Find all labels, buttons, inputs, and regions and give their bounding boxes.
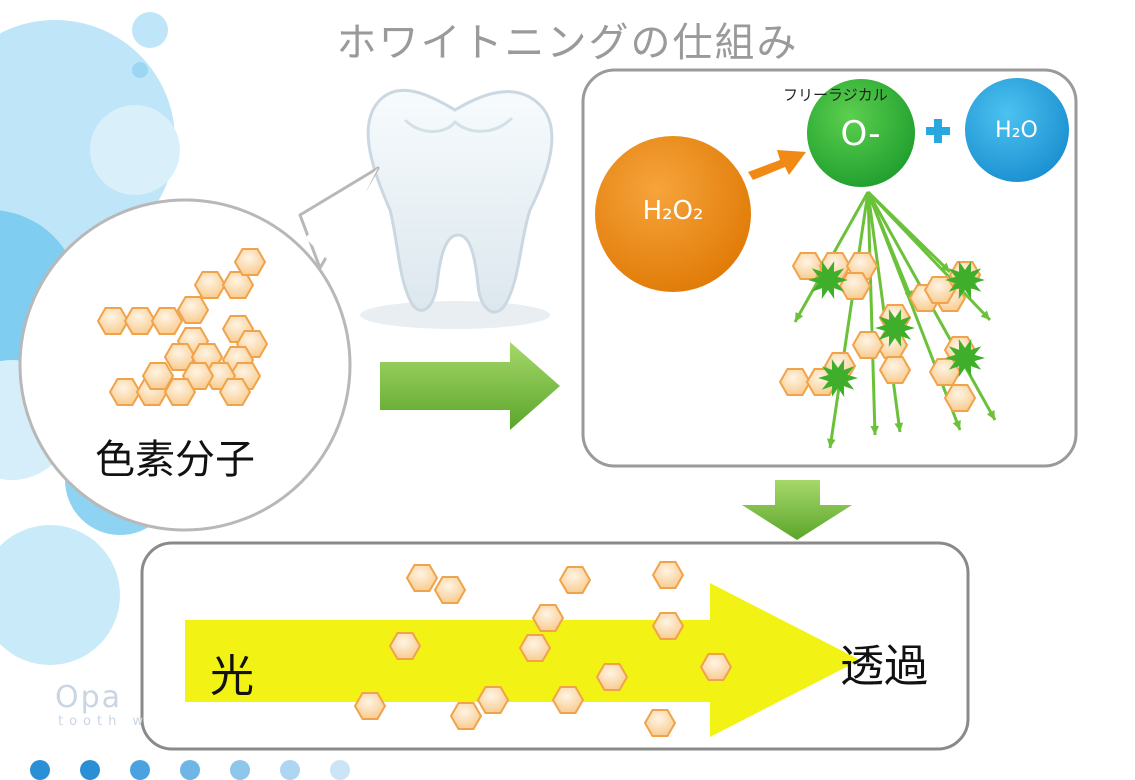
hexagon-shape — [388, 632, 422, 660]
hexagon-shape — [943, 384, 977, 412]
hexagon-shape — [595, 663, 629, 691]
free-radical-label: フリーラジカル — [783, 86, 888, 104]
light-arrow — [185, 583, 860, 737]
radical-burst — [808, 261, 848, 299]
pigment-molecule-label: 色素分子 — [95, 437, 255, 483]
hexagon-shape — [923, 276, 957, 304]
radical-ray — [866, 190, 952, 274]
brand-tagline: tooth w — [58, 714, 150, 729]
hexagon-shape — [163, 378, 197, 406]
ray-arrowhead — [894, 422, 904, 432]
ray-arrowhead — [827, 438, 836, 448]
hexagon-shape — [233, 248, 267, 276]
hexagon-shape — [123, 307, 157, 335]
h2o2-molecule — [595, 136, 751, 292]
hexagon-shape — [651, 561, 685, 589]
radical-burst — [945, 339, 985, 377]
process-arrow-right — [380, 342, 560, 430]
hexagon-shape — [218, 378, 252, 406]
radical-bursts — [808, 261, 985, 397]
hexagon-shape — [851, 331, 885, 359]
water-molecule — [965, 78, 1069, 182]
transmission-label: 透過 — [840, 641, 928, 692]
radical-burst — [818, 359, 858, 397]
h2o2-label: H₂O₂ — [642, 196, 704, 226]
ray-arrowhead — [870, 425, 880, 435]
ray-arrowhead — [795, 312, 804, 322]
ray-arrowhead — [986, 410, 995, 420]
hexagon-shape — [778, 368, 812, 396]
light-label: 光 — [210, 651, 254, 702]
radical-burst — [875, 309, 915, 347]
process-arrow-down — [742, 480, 852, 540]
plus-icon — [926, 119, 950, 143]
hexagon-shape — [176, 296, 210, 324]
radical-ray — [828, 191, 870, 449]
hexagon-shape — [838, 272, 872, 300]
hexagon-shape — [141, 362, 175, 390]
hexagon-shape — [551, 686, 585, 714]
hexagon-shape — [193, 271, 227, 299]
water-label: H₂O — [995, 118, 1038, 143]
hexagon-shape — [651, 612, 685, 640]
hexagon-shape — [449, 702, 483, 730]
hexagon-shape — [433, 576, 467, 604]
hexagon-shape — [353, 692, 387, 720]
brand-logo: Opa — [55, 680, 123, 715]
hexagon-shape — [96, 307, 130, 335]
tooth-icon — [360, 89, 554, 329]
hexagon-shape — [108, 378, 142, 406]
radical-ray — [866, 191, 877, 436]
hexagon-shape — [476, 686, 510, 714]
radical-ray — [866, 191, 914, 301]
reaction-arrow — [748, 150, 806, 180]
page-title: ホワイトニングの仕組み — [336, 20, 799, 66]
hexagon-shape — [643, 709, 677, 737]
oxygen-radical-molecule — [807, 79, 915, 187]
hexagon-shape — [531, 604, 565, 632]
hexagon-shape — [150, 307, 184, 335]
radical-burst — [945, 261, 985, 299]
ray-arrowhead — [980, 310, 990, 320]
oxygen-radical-label: O- — [840, 114, 881, 154]
hexagon-shape — [878, 356, 912, 384]
ray-arrowhead — [952, 420, 961, 430]
hexagon-shape — [558, 566, 592, 594]
hexagon-shape — [405, 564, 439, 592]
hexagon-shape — [699, 653, 733, 681]
hexagon-shape — [518, 634, 552, 662]
ray-arrowhead — [940, 262, 950, 272]
